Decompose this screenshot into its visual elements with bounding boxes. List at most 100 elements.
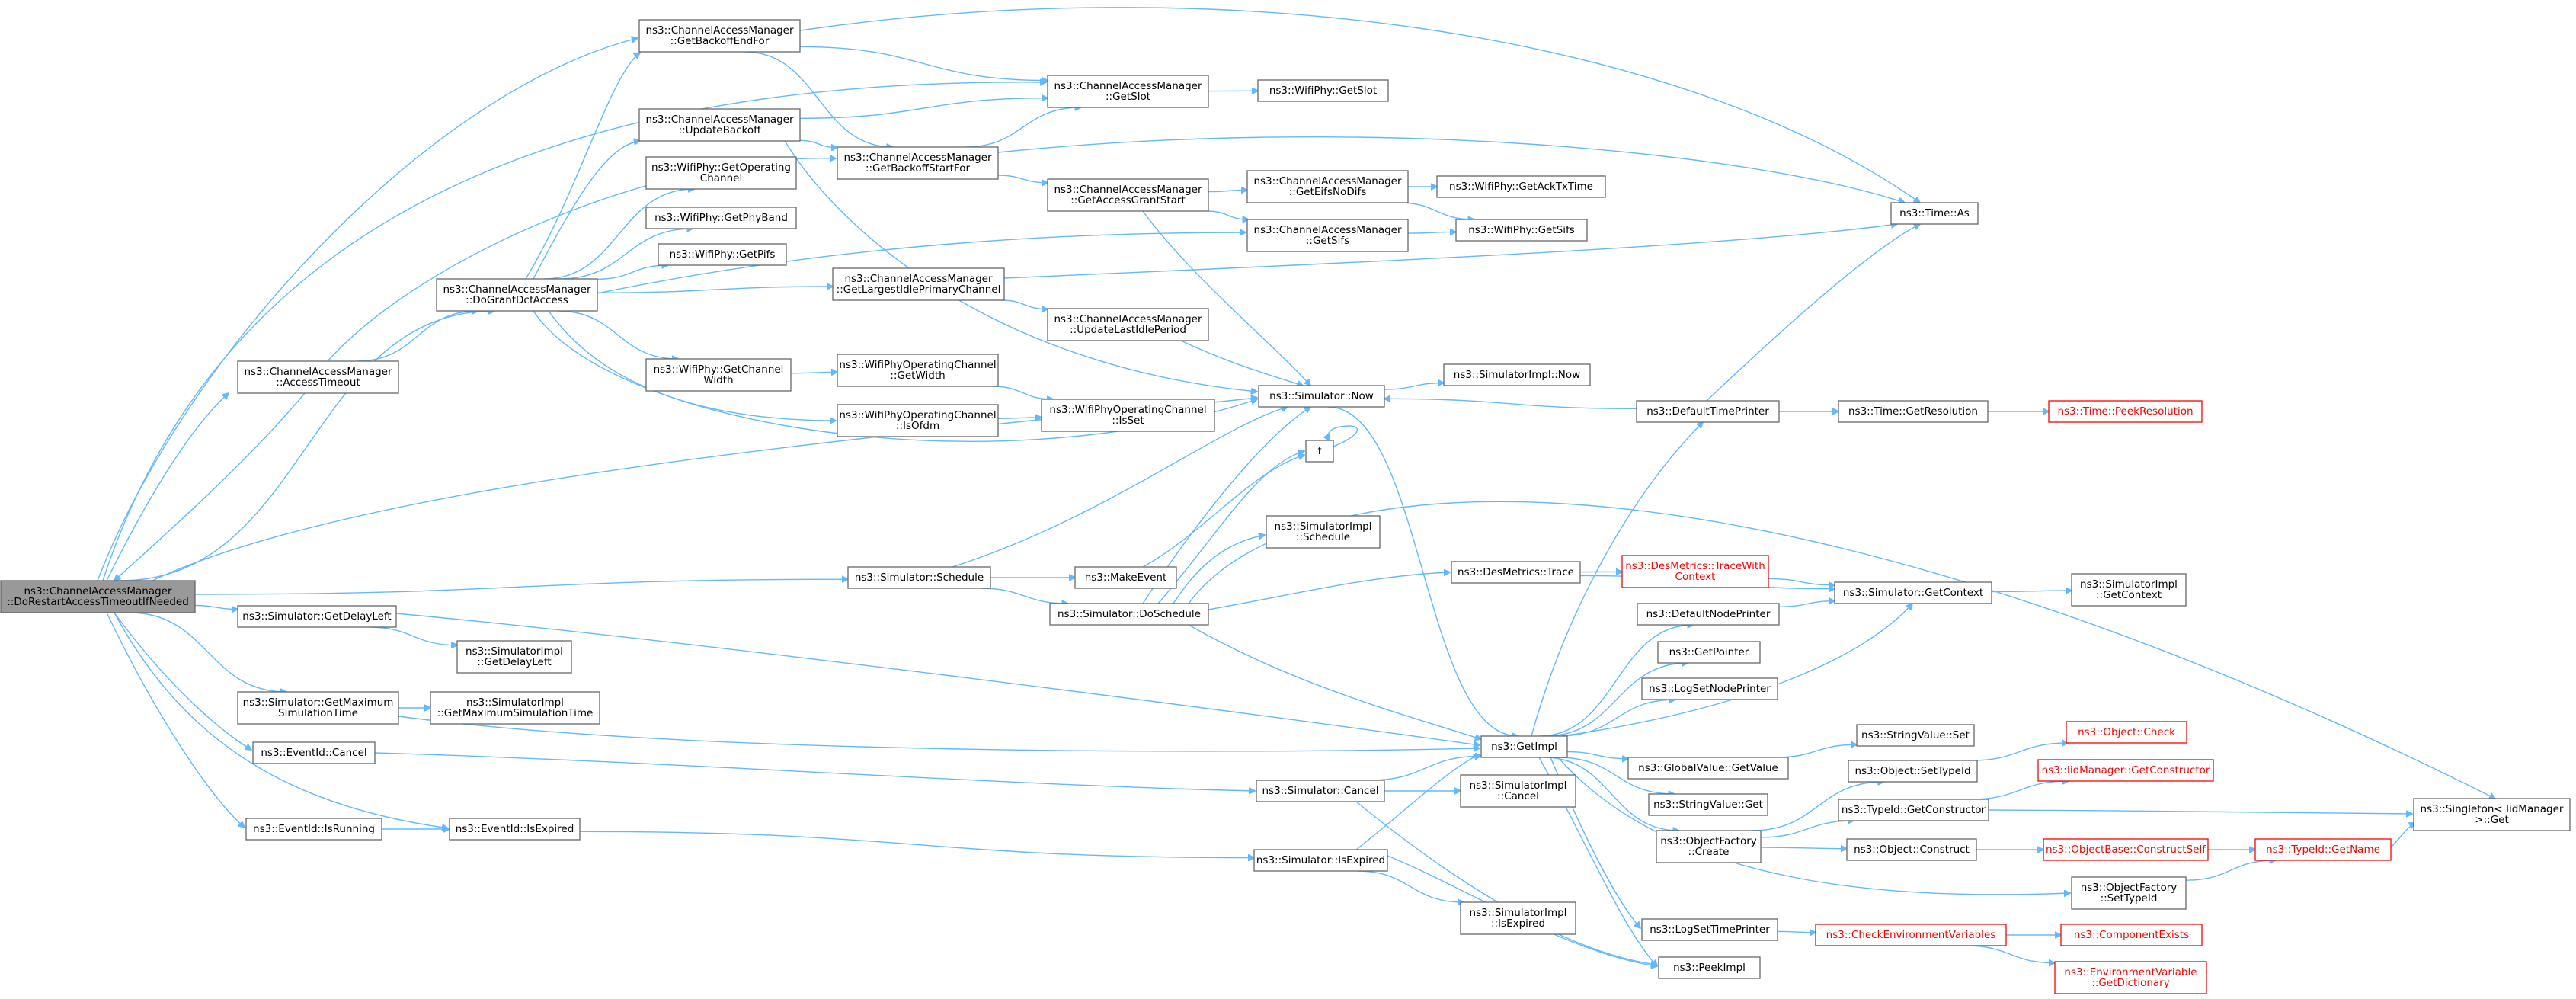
node-box[interactable] [449,818,581,841]
node-box[interactable] [1047,178,1209,212]
node-defaultNodePrinter[interactable]: ns3::DefaultNodePrinter [1637,603,1780,626]
node-desMetricsTrace[interactable]: ns3::DesMetrics::Trace [1451,561,1581,584]
node-box[interactable] [2037,759,2214,782]
node-box[interactable] [1627,757,1789,780]
node-makeEvent[interactable]: ns3::MakeEvent [1074,566,1177,589]
node-box[interactable] [1246,170,1409,203]
node-wifiGetSifs[interactable]: ns3::WifiPhy::GetSifs [1455,219,1588,242]
node-timeGetResolution[interactable]: ns3::Time::GetResolution [1838,400,1989,423]
node-box[interactable] [658,243,787,266]
node-getBackoffStartFor[interactable]: ns3::ChannelAccessManager::GetBackoffSta… [837,146,999,180]
node-eventIdCancel[interactable]: ns3::EventId::Cancel [252,741,376,764]
node-eventIdIsRunning[interactable]: ns3::EventId::IsRunning [245,818,382,841]
node-objectConstruct[interactable]: ns3::Object::Construct [1846,838,1977,861]
node-box[interactable] [436,278,598,312]
node-box[interactable] [1637,603,1780,626]
node-box[interactable] [1257,79,1389,102]
node-getBackoffEndFor[interactable]: ns3::ChannelAccessManager::GetBackoffEnd… [638,19,801,53]
node-simNow[interactable]: ns3::Simulator::Now [1258,385,1385,408]
node-box[interactable] [237,691,399,725]
node-box[interactable] [2066,721,2187,744]
node-box[interactable] [1443,363,1591,386]
node-box[interactable] [2071,876,2187,910]
node-box[interactable] [1657,641,1761,664]
node-updateBackoff[interactable]: ns3::ChannelAccessManager::UpdateBackoff [638,108,801,142]
node-box[interactable] [1636,400,1780,423]
node-box[interactable] [1049,603,1209,626]
node-box[interactable] [1656,830,1762,863]
node-box[interactable] [1266,515,1381,549]
node-box[interactable] [1658,956,1761,979]
node-getPointer[interactable]: ns3::GetPointer [1657,641,1761,664]
node-box[interactable] [1041,399,1215,432]
node-singletonGet[interactable]: ns3::Singleton< IidManager >::Get [2413,798,2571,831]
node-opChanIsSet[interactable]: ns3::WifiPhyOperatingChannel::IsSet [1041,399,1215,432]
node-simGetContext[interactable]: ns3::Simulator::GetContext [1834,581,1992,604]
node-simImplGetDelayLeft[interactable]: ns3::SimulatorImpl::GetDelayLeft [456,640,572,674]
node-f[interactable]: f [1305,440,1334,463]
node-wifiGetAckTxTime[interactable]: ns3::WifiPhy::GetAckTxTime [1436,175,1606,198]
node-box[interactable] [1890,202,1979,225]
node-box[interactable] [1305,440,1334,463]
node-wifiGetPhyBand[interactable]: ns3::WifiPhy::GetPhyBand [645,207,797,229]
node-box[interactable] [1047,75,1209,108]
node-box[interactable] [1256,780,1385,802]
node-simImplCancel[interactable]: ns3::SimulatorImpl::Cancel [1460,774,1576,808]
node-typeIdGetName[interactable]: ns3::TypeId::GetName [2254,838,2392,861]
node-box[interactable] [2060,924,2203,946]
node-box[interactable] [1047,308,1209,341]
node-timeAs[interactable]: ns3::Time::As [1890,202,1979,225]
node-box[interactable] [1436,175,1606,198]
node-simImplGetContext[interactable]: ns3::SimulatorImpl::GetContext [2071,573,2187,607]
node-box[interactable] [645,358,792,392]
node-box[interactable] [1074,566,1177,589]
node-box[interactable] [837,354,999,387]
node-typeIdGetConstructor[interactable]: ns3::TypeId::GetConstructor [1838,799,1989,821]
node-iidManagerGetConstructor[interactable]: ns3::IidManager::GetConstructor [2037,759,2214,782]
node-box[interactable] [1451,561,1581,584]
node-objectSetTypeId[interactable]: ns3::Object::SetTypeId [1848,760,1978,783]
node-timePeekResolution[interactable]: ns3::Time::PeekResolution [2048,400,2203,423]
node-simImplGetMaxSimTime[interactable]: ns3::SimulatorImpl::GetMaximumSimulation… [430,691,600,725]
node-simImplSchedule[interactable]: ns3::SimulatorImpl::Schedule [1266,515,1381,549]
node-opChanGetWidth[interactable]: ns3::WifiPhyOperatingChannel::GetWidth [837,354,999,387]
node-box[interactable] [847,566,991,589]
node-simCancel[interactable]: ns3::Simulator::Cancel [1256,780,1385,802]
node-updateLastIdle[interactable]: ns3::ChannelAccessManager::UpdateLastIdl… [1047,308,1209,341]
node-defaultTimePrinter[interactable]: ns3::DefaultTimePrinter [1636,400,1780,423]
node-getSifs[interactable]: ns3::ChannelAccessManager::GetSifs [1246,219,1409,252]
node-box[interactable] [837,146,999,180]
node-box[interactable] [2048,400,2203,423]
node-simSchedule[interactable]: ns3::Simulator::Schedule [847,566,991,589]
node-simIsExpired[interactable]: ns3::Simulator::IsExpired [1253,849,1388,872]
node-box[interactable] [645,207,797,229]
node-box[interactable] [1856,724,1975,747]
node-box[interactable] [1258,385,1385,408]
node-box[interactable] [1641,677,1778,700]
node-peekImpl[interactable]: ns3::PeekImpl [1658,956,1761,979]
node-box[interactable] [1834,581,1992,604]
node-box[interactable] [1641,918,1778,941]
node-logSetNodePrinter[interactable]: ns3::LogSetNodePrinter [1641,677,1778,700]
node-objectCheck[interactable]: ns3::Object::Check [2066,721,2187,744]
node-box[interactable] [0,580,196,613]
node-getAccessGrantStart[interactable]: ns3::ChannelAccessManager::GetAccessGran… [1047,178,1209,212]
node-box[interactable] [1621,555,1769,588]
node-logSetTimePrinter[interactable]: ns3::LogSetTimePrinter [1641,918,1778,941]
node-box[interactable] [832,267,1005,301]
node-eventIdIsExpired[interactable]: ns3::EventId::IsExpired [449,818,581,841]
node-box[interactable] [1460,774,1576,808]
node-accessTimeout[interactable]: ns3::ChannelAccessManager::AccessTimeout [237,360,399,394]
node-simGetDelayLeft[interactable]: ns3::Simulator::GetDelayLeft [237,605,397,628]
node-stringValueSet[interactable]: ns3::StringValue::Set [1856,724,1975,747]
node-wifiGetPifs[interactable]: ns3::WifiPhy::GetPifs [658,243,787,266]
node-box[interactable] [2071,573,2187,607]
node-box[interactable] [645,156,797,190]
node-box[interactable] [430,691,600,725]
node-box[interactable] [1455,219,1588,242]
node-objectFactoryCreate[interactable]: ns3::ObjectFactory::Create [1656,830,1762,863]
node-doGrant[interactable]: ns3::ChannelAccessManager::DoGrantDcfAcc… [436,278,598,312]
node-simGetMaxSimTime[interactable]: ns3::Simulator::GetMaximumSimulationTime [237,691,399,725]
node-box[interactable] [1246,219,1409,252]
